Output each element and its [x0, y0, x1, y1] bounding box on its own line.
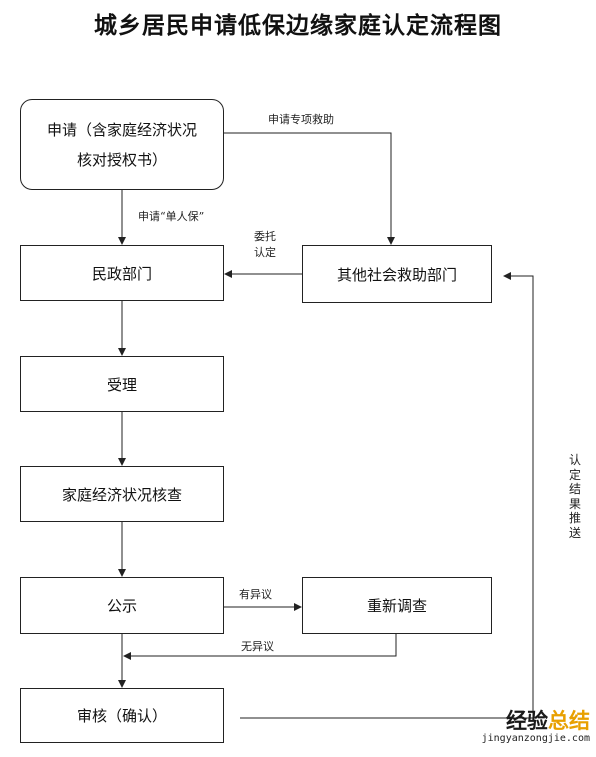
node-other-rescue: 其他社会救助部门: [302, 245, 492, 303]
edge-label-result-push: 认定结果推送: [568, 453, 581, 540]
edge-label-entrust-line2: 认定: [254, 246, 276, 259]
edge-label-single-person: 申请“单人保”: [138, 210, 205, 223]
watermark-accent-text: 总结: [548, 709, 590, 733]
node-apply-line2: 核对授权书）: [76, 150, 167, 169]
arrow-apply-to-other: [224, 132, 395, 245]
arrow-review-to-other: [240, 272, 534, 719]
watermark-url: jingyanzongjie.com: [481, 733, 590, 744]
page-title: 城乡居民申请低保边缘家庭认定流程图: [94, 12, 502, 39]
edge-label-no-objection: 无异议: [241, 640, 274, 653]
edge-label-entrust: 委托 认定: [254, 229, 276, 261]
edge-label-entrust-line1: 委托: [254, 230, 276, 243]
edge-label-special-assistance: 申请专项救助: [268, 113, 334, 126]
arrow-reinvestigate-to-main: [123, 634, 397, 660]
node-apply-line1: 申请（含家庭经济状况: [46, 120, 197, 139]
node-verify: 家庭经济状况核查: [20, 466, 224, 522]
watermark: 经验总结 jingyanzongjie.com: [482, 705, 590, 744]
node-publicity: 公示: [20, 577, 224, 634]
node-apply: 申请（含家庭经济状况 核对授权书）: [20, 99, 224, 190]
watermark-main-text: 经验: [506, 709, 548, 733]
watermark-logo: 经验总结: [482, 705, 590, 735]
node-civil-affairs: 民政部门: [20, 245, 224, 301]
node-reinvestigate: 重新调查: [302, 577, 492, 634]
node-review: 审核（确认）: [20, 688, 224, 743]
edge-label-has-objection: 有异议: [239, 588, 272, 601]
node-accept: 受理: [20, 356, 224, 412]
